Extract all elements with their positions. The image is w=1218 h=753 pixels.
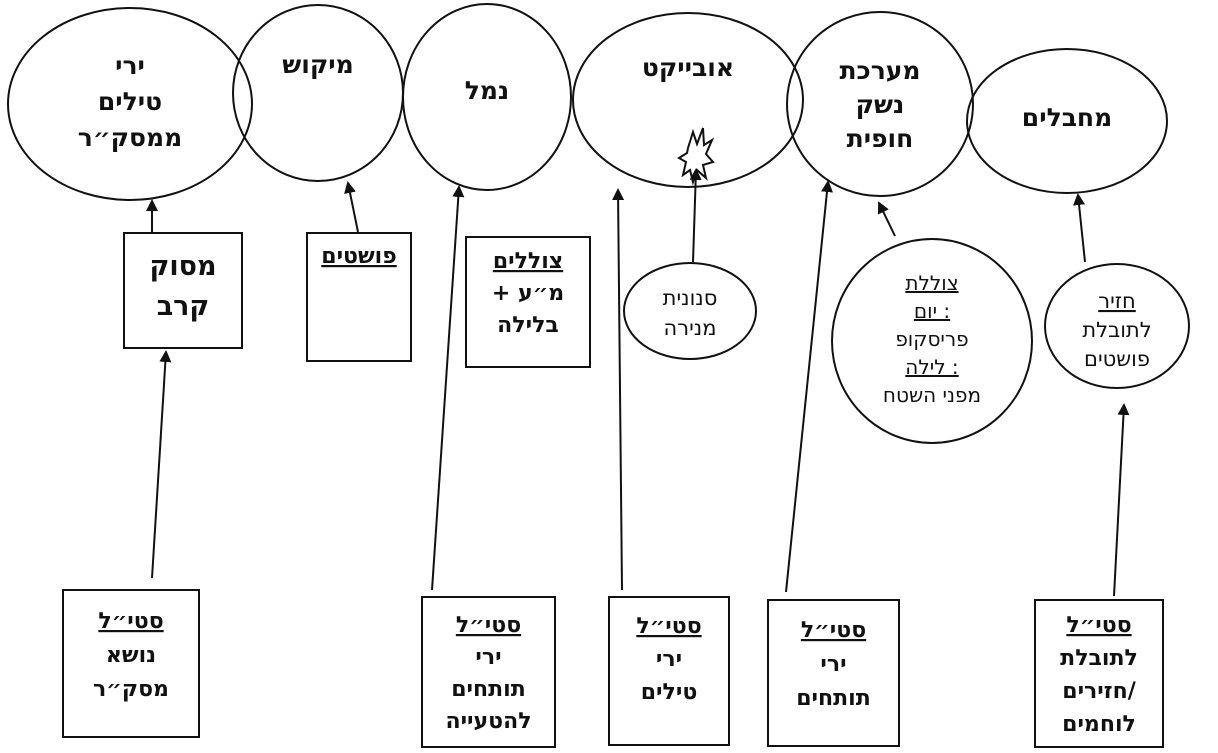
circle-object: [572, 12, 804, 188]
circle-object-line-1: אובייקט: [642, 53, 734, 82]
arrow-submarine-to-coastal: [877, 201, 896, 237]
ellipse-returning-line-1: חזיר: [1098, 289, 1136, 313]
bottom-box-missiles-fire-line-3: טילים: [641, 680, 698, 705]
bottom-box-artillery-fire-line-1: סטי״ל: [456, 613, 521, 638]
ellipse-returning: [1044, 263, 1190, 389]
circle-missile-fire-line-2: טילים: [98, 87, 162, 116]
bottom-box-guns-fire-line-2: ירי: [820, 652, 846, 677]
arrow-transport-to-returning: [1113, 403, 1130, 597]
bottom-box-artillery-fire: [421, 596, 556, 748]
bottom-box-missile-carrier-line-1: סטי״ל: [98, 609, 163, 634]
bottom-box-transport: [1034, 599, 1164, 748]
box-battle-frigate-line-2: קרב: [157, 291, 210, 322]
circle-port: [232, 4, 404, 182]
ellipse-submarine-line-5: מפני השטח: [883, 383, 981, 407]
bottom-box-missile-carrier-line-2: נושא: [106, 643, 156, 668]
circle-coastal-weapon-system-line-1: מערכת: [839, 56, 920, 85]
arrow-returning-to-terrorists: [1073, 193, 1086, 263]
box-civilians-line-1: פושטים: [321, 244, 396, 269]
bottom-box-artillery-fire-line-2: ירי: [475, 645, 501, 670]
arrow-missiles-to-object: [612, 188, 625, 591]
circle-harbor: [402, 3, 572, 191]
box-divers-line-1: צוללים: [493, 249, 563, 274]
bottom-box-guns-fire-line-1: סטי״ל: [801, 618, 866, 643]
arrow-lighting-to-object: [689, 168, 702, 263]
ellipse-submarine-line-1: צוללת: [905, 271, 958, 295]
box-divers-line-3: בלילה: [497, 313, 559, 338]
box-battle-frigate-line-1: מסוק: [149, 251, 216, 282]
arrow-artillery-to-harbor: [431, 185, 465, 591]
circle-coastal-weapon-system-line-3: חופית: [847, 124, 914, 153]
bottom-box-transport-line-1: סטי״ל: [1066, 613, 1131, 638]
ellipse-submarine-line-2: יום :: [914, 299, 950, 323]
bottom-box-guns-fire-line-3: תותחים: [796, 686, 871, 711]
ellipse-submarine: [831, 238, 1033, 444]
arrow-guns-to-coastal: [785, 180, 833, 593]
circle-harbor-line-1: נמל: [465, 76, 510, 105]
bottom-box-missiles-fire: [608, 596, 730, 746]
box-divers-line-2: + מ״ע: [492, 281, 564, 306]
bottom-box-transport-line-4: לוחמים: [1062, 712, 1136, 737]
circle-missile-fire: [7, 7, 253, 201]
circle-terrorists-line-1: מחבלים: [1022, 103, 1112, 132]
circle-coastal-weapon-system-line-2: נשק: [856, 90, 905, 119]
ellipse-submarine-line-4: לילה :: [905, 355, 958, 379]
circle-port-line-1: מיקוש: [282, 50, 353, 79]
circle-coastal-weapon-system: [786, 11, 974, 197]
ellipse-returning-line-2: לתובלת: [1082, 318, 1151, 342]
circle-missile-fire-line-3: ממסק״ר: [78, 123, 182, 152]
ellipse-lighting-swallow-line-1: סנונית: [663, 286, 718, 310]
explosion-icon: [677, 127, 715, 186]
bottom-box-artillery-fire-line-4: להטעייה: [445, 709, 531, 734]
arrow-civilians-to-port: [344, 181, 359, 233]
box-divers: [465, 236, 591, 368]
circle-terrorists: [966, 48, 1168, 194]
ellipse-lighting-swallow: [623, 262, 757, 360]
bottom-box-missile-carrier-line-3: מסק״ר: [93, 677, 169, 702]
ellipse-lighting-swallow-line-2: מנירה: [664, 316, 717, 340]
bottom-box-artillery-fire-line-3: תותחים: [451, 677, 526, 702]
ellipse-submarine-line-3: פריסקופ: [895, 327, 968, 351]
bottom-box-transport-line-2: לתובלת: [1060, 646, 1138, 671]
bottom-box-missiles-fire-line-1: סטי״ל: [636, 614, 701, 639]
box-battle-frigate: [123, 232, 243, 349]
bottom-box-guns-fire: [767, 599, 900, 747]
circle-missile-fire-line-1: ירי: [115, 51, 145, 80]
bottom-box-transport-line-3: חזירים/: [1062, 679, 1136, 704]
arrow-carrier-to-frigate: [151, 350, 172, 579]
box-civilians: [306, 232, 412, 362]
bottom-box-missiles-fire-line-2: ירי: [656, 647, 682, 672]
bottom-box-missile-carrier: [62, 589, 200, 738]
ellipse-returning-line-3: פושטים: [1084, 347, 1150, 371]
